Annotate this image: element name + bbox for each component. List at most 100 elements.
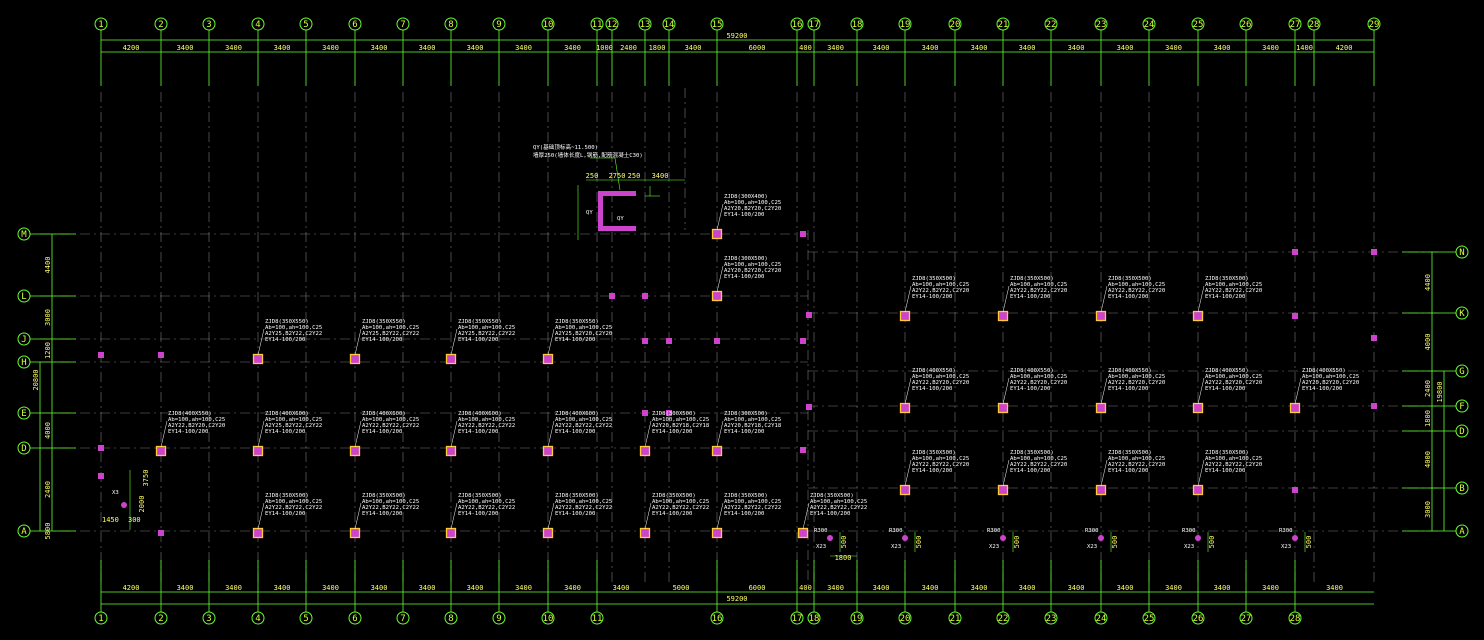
pad-label-c: EY14-100/200 — [458, 337, 498, 343]
column-small — [1292, 313, 1298, 319]
pad-label-c: EY14-100/200 — [555, 511, 595, 517]
column-small — [1371, 249, 1377, 255]
top-axis-25-label: 25 — [1193, 20, 1204, 30]
pad-label-name: ZJD8(300X500) — [724, 256, 768, 262]
bottom-axis-22-label: 22 — [998, 614, 1009, 624]
wall-top — [598, 191, 636, 196]
top-axis-10-label: 10 — [543, 20, 554, 30]
column-pad-labeled — [1095, 310, 1107, 322]
bottom-dim-16: 3400 — [922, 584, 939, 592]
column-pad-labeled — [639, 445, 651, 457]
column-pad-labeled — [1192, 484, 1204, 496]
pad-label-a: Ab=100,ah=100,C25 — [1010, 374, 1067, 380]
column-small — [1371, 335, 1377, 341]
bottom-dim-5: 3400 — [371, 584, 388, 592]
pad-label-a: Ab=100,ah=100,C25 — [458, 325, 515, 331]
leader-line — [1002, 459, 1010, 487]
pad-label-c: EY14-100/200 — [362, 429, 402, 435]
leader-line — [257, 502, 265, 530]
pad-label-a: Ab=100,ah=100,C25 — [555, 417, 612, 423]
pad-label-name: ZJD8(350X500) — [1010, 450, 1054, 456]
top-dim-12: 1800 — [649, 44, 666, 52]
leader-line — [160, 420, 168, 448]
pad-label-c: EY14-100/200 — [912, 294, 952, 300]
bottom-dim-2: 3400 — [225, 584, 242, 592]
right-dim-1: 4000 — [1424, 334, 1432, 351]
pile-dim-v: 500 — [1111, 536, 1119, 549]
pad-label-a: Ab=100,ah=100,C25 — [724, 499, 781, 505]
pad-label-b: A2Y22,B2Y20,C2Y20 — [912, 380, 969, 386]
column-pad-labeled — [155, 445, 167, 457]
column-pad-labeled — [1192, 310, 1204, 322]
bottom-dim-8: 3400 — [515, 584, 532, 592]
pad-label-b: A2Y22,B2Y22,C2Y22 — [265, 505, 322, 511]
bottom-total-dim: 59200 — [726, 595, 747, 603]
pad-label-c: EY14-100/200 — [265, 511, 305, 517]
pad-label-a: Ab=100,ah=100,C25 — [555, 325, 612, 331]
top-axis-3-label: 3 — [206, 20, 211, 30]
column-small — [98, 352, 104, 358]
pad-label-name: ZJD8(350X550) — [458, 319, 502, 325]
column-pad-labeled — [252, 527, 264, 539]
top-dim-23: 3400 — [1165, 44, 1182, 52]
pad-label-b: A2Y22,B2Y22,C2Y22 — [652, 505, 709, 511]
column-small — [800, 338, 806, 344]
left-axis-A-label: A — [21, 527, 27, 537]
pad-label-c: EY14-100/200 — [362, 337, 402, 343]
top-axis-7-label: 7 — [400, 20, 405, 30]
bottom-axis-19-label: 19 — [852, 614, 863, 624]
pad-label-name: ZJD8(350X550) — [362, 319, 406, 325]
column-pad-labeled — [711, 527, 723, 539]
left-dim-5: 5800 — [44, 523, 52, 540]
right-axis-D-label: D — [1459, 427, 1464, 437]
pad-label-a: Ab=100,ah=100,C25 — [912, 282, 969, 288]
pad-label-c: EY14-100/200 — [724, 212, 764, 218]
pad-label-c: EY14-100/200 — [912, 468, 952, 474]
pad-label-name: ZJD8(350X500) — [555, 493, 599, 499]
pile-dim-v: 500 — [1208, 536, 1216, 549]
leader-line — [716, 502, 724, 530]
pad-label-c: EY14-100/200 — [1108, 294, 1148, 300]
top-axis-27-label: 27 — [1290, 20, 1301, 30]
bottom-axis-7-label: 7 — [400, 614, 405, 624]
column-pad-labeled — [1095, 484, 1107, 496]
top-dim-4: 3400 — [322, 44, 339, 52]
bottom-axis-5-label: 5 — [303, 614, 308, 624]
top-axis-20-label: 20 — [950, 20, 961, 30]
bottom-axis-2-label: 2 — [158, 614, 163, 624]
bottom-dim-15: 3400 — [873, 584, 890, 592]
top-axis-17-label: 17 — [809, 20, 820, 30]
pad-label-c: EY14-100/200 — [1010, 294, 1050, 300]
bottom-dim-17: 3400 — [971, 584, 988, 592]
column-small — [806, 404, 812, 410]
column-pad-labeled — [542, 527, 554, 539]
pad-label-name: ZJD8(350X500) — [652, 493, 696, 499]
left-dim-0: 4400 — [44, 257, 52, 274]
pad-label-a: Ab=100,ah=100,C25 — [265, 325, 322, 331]
bottom-axis-28-label: 28 — [1290, 614, 1301, 624]
pad-label-a: Ab=100,ah=100,C25 — [652, 417, 709, 423]
top-dim-22: 3400 — [1117, 44, 1134, 52]
detail-dim-3: 3400 — [652, 172, 669, 180]
bottom-axis-26-label: 26 — [1193, 614, 1204, 624]
pad-label-c: EY14-100/200 — [1108, 468, 1148, 474]
top-dim-26: 1400 — [1296, 44, 1313, 52]
pad-label-name: ZJD8(350X500) — [1010, 276, 1054, 282]
column-pad-labeled — [711, 290, 723, 302]
pile-marker — [1195, 535, 1201, 541]
top-axis-4-label: 4 — [255, 20, 260, 30]
bottom-axis-20-label: 20 — [900, 614, 911, 624]
pad-label-c: EY14-100/200 — [1108, 386, 1148, 392]
pad-label-b: A2Y20,B2Y20,C2Y20 — [1302, 380, 1359, 386]
pad-label-b: A2Y22,B2Y22,C2Y22 — [458, 423, 515, 429]
leader-line — [1100, 377, 1108, 405]
top-dim-2: 3400 — [225, 44, 242, 52]
pad-label-a: Ab=100,ah=100,C25 — [265, 499, 322, 505]
column-pad-labeled — [252, 445, 264, 457]
pad-label-name: ZJD8(400X550) — [168, 411, 212, 417]
pile-marker — [902, 535, 908, 541]
pad-label-a: Ab=100,ah=100,C25 — [555, 499, 612, 505]
bottom-dim-12: 6000 — [749, 584, 766, 592]
pad-label-b: A2Y22,B2Y22,C2Y22 — [724, 505, 781, 511]
